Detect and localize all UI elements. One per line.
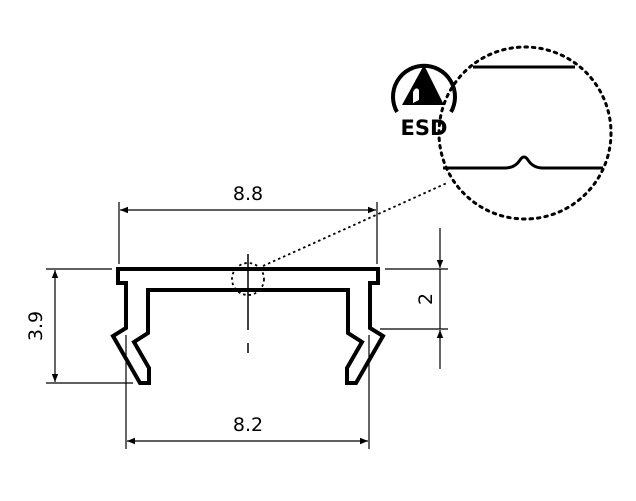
esd-label: ESD bbox=[401, 116, 448, 140]
dimension-top-width bbox=[118, 202, 378, 264]
dimension-height bbox=[46, 268, 133, 384]
dimension-step-label: 2 bbox=[415, 293, 437, 305]
dimension-height-label: 3.9 bbox=[25, 311, 47, 341]
dimension-top-width-label: 8.8 bbox=[233, 183, 263, 205]
detail-leader bbox=[262, 182, 448, 267]
esd-icon: ESD bbox=[391, 63, 457, 140]
dimension-step bbox=[380, 228, 448, 369]
detail-bottom-surface bbox=[443, 155, 603, 170]
dimension-bottom-width-label: 8.2 bbox=[233, 414, 263, 436]
dimension-bottom-width bbox=[125, 335, 370, 449]
profile-outline bbox=[110, 267, 386, 385]
detail-marker-circle bbox=[231, 262, 265, 296]
detail-view-circle bbox=[437, 45, 613, 221]
